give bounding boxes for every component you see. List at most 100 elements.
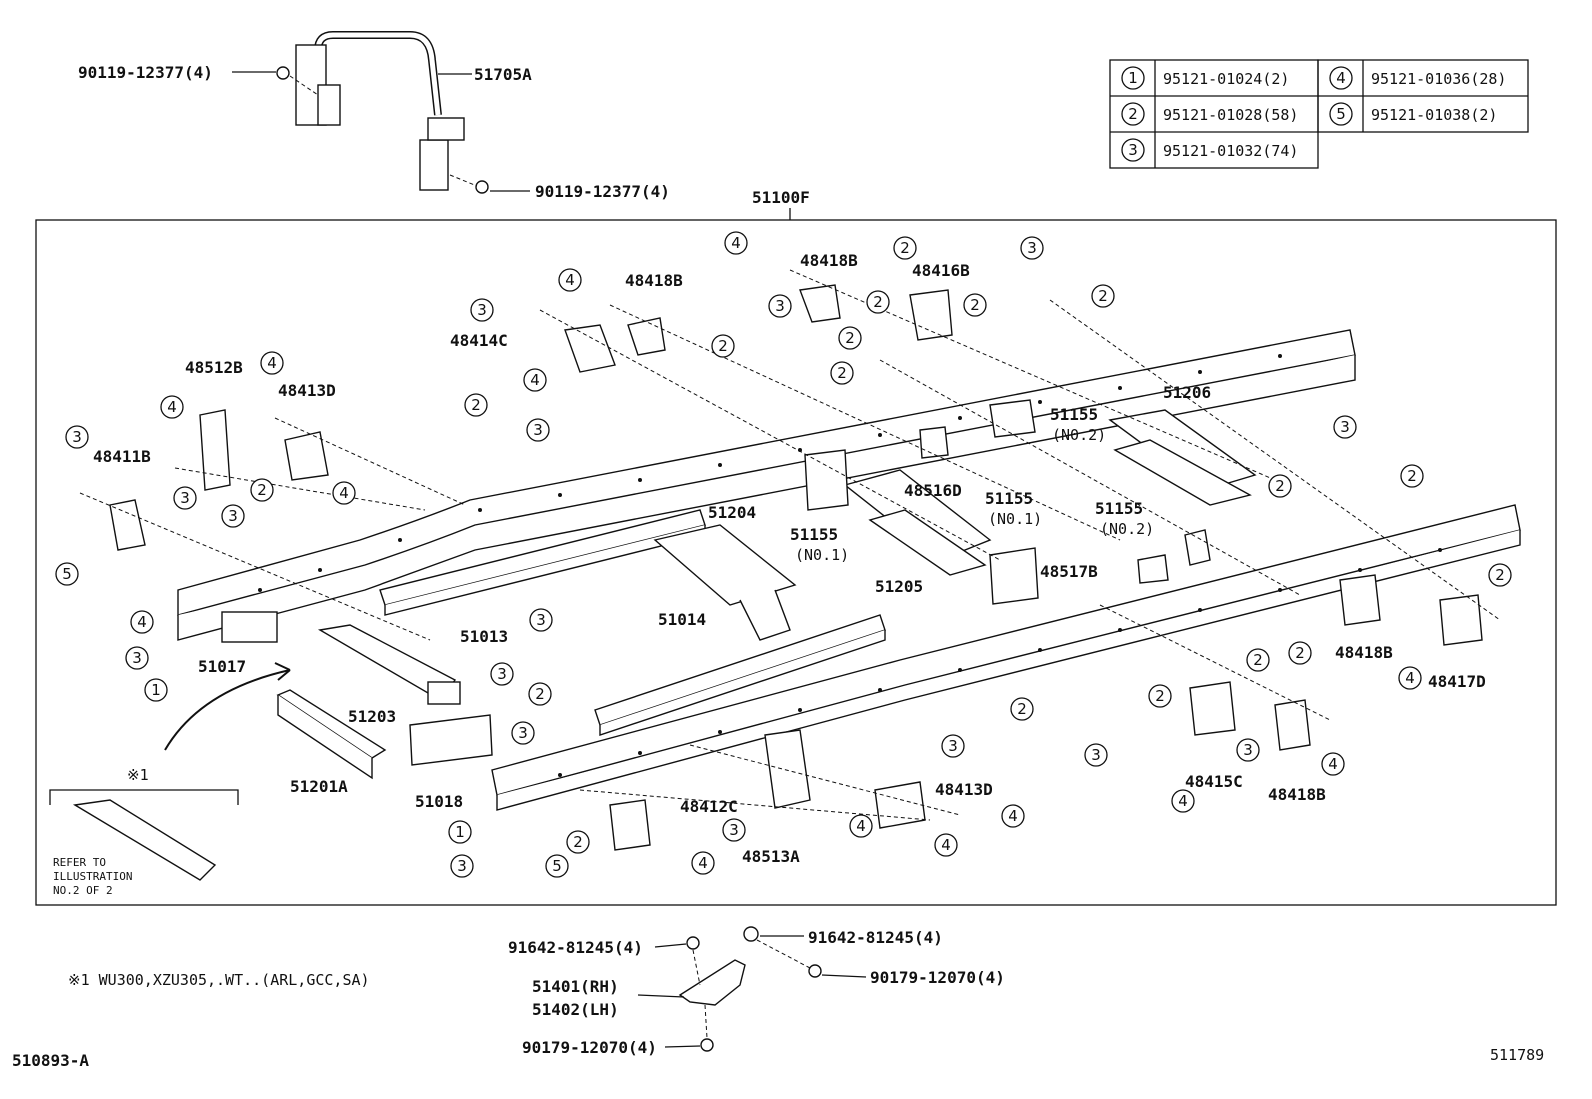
svg-text:2: 2 — [257, 481, 267, 499]
label-48418b-1: 48418B — [625, 271, 683, 290]
svg-text:4: 4 — [339, 484, 349, 502]
label-51155-a: 51155 — [1050, 405, 1098, 424]
label-51155-c: 51155 — [985, 489, 1033, 508]
legend-part-3: 95121-01032(74) — [1163, 142, 1298, 160]
legend-num-1: 1 — [1128, 69, 1138, 87]
ref-note-2: ILLUSTRATION — [53, 870, 132, 883]
legend-part-2: 95121-01028(58) — [1163, 106, 1298, 124]
legend-circle-4 — [1329, 66, 1353, 90]
svg-text:3: 3 — [1243, 741, 1253, 759]
svg-text:4: 4 — [1405, 669, 1415, 687]
svg-text:3: 3 — [518, 724, 528, 742]
assembly-guide-lines — [79, 269, 1501, 821]
label-51402: 51402(LH) — [532, 1000, 619, 1019]
legend-num-5: 5 — [1336, 105, 1346, 123]
label-51014: 51014 — [658, 610, 706, 629]
svg-text:2: 2 — [1295, 644, 1305, 662]
svg-text:4: 4 — [731, 234, 741, 252]
label-51155-d-sub: (N0.2) — [1100, 520, 1154, 538]
label-51203: 51203 — [348, 707, 396, 726]
reference-inset: ※1 REFER TO ILLUSTRATION NO.2 OF 2 — [49, 662, 291, 897]
svg-text:2: 2 — [900, 239, 910, 257]
label-48516d: 48516D — [904, 481, 962, 500]
legend-circle-2 — [1121, 102, 1145, 126]
svg-text:3: 3 — [533, 421, 543, 439]
svg-text:4: 4 — [267, 354, 277, 372]
code-right: 511789 — [1490, 1046, 1544, 1064]
svg-text:4: 4 — [856, 817, 866, 835]
svg-text:2: 2 — [1407, 467, 1417, 485]
legend-num-4: 4 — [1336, 69, 1346, 87]
label-51401: 51401(RH) — [532, 977, 619, 996]
label-91642-right: 91642-81245(4) — [808, 928, 943, 947]
svg-text:4: 4 — [530, 371, 540, 389]
svg-text:3: 3 — [1027, 239, 1037, 257]
legend-circle-5 — [1329, 102, 1353, 126]
svg-text:2: 2 — [970, 296, 980, 314]
svg-text:4: 4 — [137, 613, 147, 631]
label-48412c: 48412C — [680, 797, 738, 816]
svg-text:2: 2 — [1017, 700, 1027, 718]
label-51155-c-sub: (N0.1) — [988, 510, 1042, 528]
svg-text:2: 2 — [1098, 287, 1108, 305]
svg-text:2: 2 — [1275, 477, 1285, 495]
label-48512b: 48512B — [185, 358, 243, 377]
crossmember-51017 — [221, 611, 278, 643]
label-48415c: 48415C — [1185, 772, 1243, 791]
svg-text:3: 3 — [948, 737, 958, 755]
svg-text:2: 2 — [471, 396, 481, 414]
legend-part-5: 95121-01038(2) — [1371, 106, 1497, 124]
label-51155-b: 51155 — [790, 525, 838, 544]
label-91642-left: 91642-81245(4) — [508, 938, 643, 957]
label-51201a: 51201A — [290, 777, 348, 796]
label-51155-d: 51155 — [1095, 499, 1143, 518]
label-48416b: 48416B — [912, 261, 970, 280]
crossmember-51018 — [409, 714, 493, 766]
label-90119-mid: 90119-12377(4) — [535, 182, 670, 201]
svg-text:2: 2 — [718, 337, 728, 355]
label-48517b: 48517B — [1040, 562, 1098, 581]
svg-text:3: 3 — [457, 857, 467, 875]
svg-text:3: 3 — [1091, 746, 1101, 764]
ref-mark: ※1 — [127, 766, 149, 784]
svg-text:4: 4 — [941, 836, 951, 854]
svg-text:3: 3 — [228, 507, 238, 525]
crossmember-51201a — [276, 689, 387, 780]
svg-text:4: 4 — [1178, 792, 1188, 810]
crossmember-51206 — [1108, 409, 1257, 506]
footnote: ※1 WU300,XZU305,.WT..(ARL,GCC,SA) — [68, 971, 370, 989]
legend-circle-1 — [1121, 66, 1145, 90]
svg-text:2: 2 — [873, 293, 883, 311]
label-48418b-2: 48418B — [800, 251, 858, 270]
code-left: 510893-A — [12, 1051, 89, 1070]
svg-text:5: 5 — [552, 857, 562, 875]
label-48411b: 48411B — [93, 447, 151, 466]
label-51205: 51205 — [875, 577, 923, 596]
label-51705a: 51705A — [474, 65, 532, 84]
label-51017: 51017 — [198, 657, 246, 676]
svg-text:3: 3 — [775, 297, 785, 315]
label-48417d: 48417D — [1428, 672, 1486, 691]
rail-holes — [258, 354, 1442, 777]
label-51013: 51013 — [460, 627, 508, 646]
callout-circles: 4 4 2 3 2 2 2 3 3 2 2 2 4 4 4 2 3 3 4 3 … — [55, 231, 1512, 878]
svg-text:2: 2 — [1495, 566, 1505, 584]
inner-rail-51013 — [379, 509, 706, 616]
svg-text:2: 2 — [573, 833, 583, 851]
label-48413d-1: 48413D — [278, 381, 336, 400]
svg-text:1: 1 — [455, 823, 465, 841]
svg-text:2: 2 — [845, 329, 855, 347]
frame-assembly-box — [35, 219, 1557, 906]
svg-text:3: 3 — [72, 428, 82, 446]
legend-num-3: 3 — [1128, 141, 1138, 159]
label-48418b-3: 48418B — [1335, 643, 1393, 662]
fastener-legend: 1 95121-01024(2) 2 95121-01028(58) 3 951… — [1109, 59, 1529, 169]
label-51018: 51018 — [415, 792, 463, 811]
legend-num-2: 2 — [1128, 105, 1138, 123]
grab-handle-51705a — [276, 31, 489, 194]
svg-text:2: 2 — [837, 364, 847, 382]
label-51206: 51206 — [1163, 383, 1211, 402]
bracket-51401-51402 — [678, 926, 822, 1052]
frame-rail-left — [177, 329, 1356, 641]
svg-text:4: 4 — [1008, 807, 1018, 825]
